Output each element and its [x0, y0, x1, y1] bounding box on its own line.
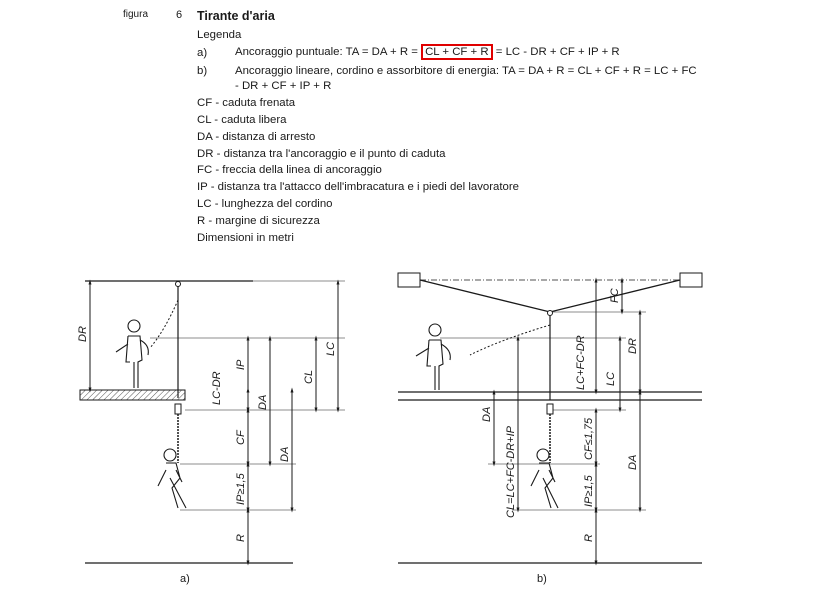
label-cf: CF≤1,75 — [583, 417, 595, 460]
energy-absorber-icon — [174, 403, 182, 415]
legend-heading: Legenda — [197, 29, 242, 41]
worker-standing-icon — [415, 323, 451, 390]
legend-item: FC - freccia della linea di ancoraggio — [197, 164, 382, 176]
label-fc: FC — [609, 288, 621, 303]
label-cf: CF — [235, 429, 247, 445]
worker-fallen-icon — [530, 448, 559, 509]
legend-a-suffix: = LC - DR + CF + IP + R — [495, 46, 620, 58]
legend-b-letter: b) — [197, 65, 208, 77]
figure-label: figura — [123, 9, 149, 20]
label-da-big: DA — [279, 447, 291, 462]
highlighted-formula: CL + CF + R — [421, 44, 493, 60]
legend-item: IP - distanza tra l'attacco dell'imbraca… — [197, 181, 519, 193]
label-da-small: DA — [257, 395, 269, 410]
legend-b-line1: Ancoraggio lineare, cordino e assorbitor… — [235, 65, 697, 77]
legend-item: CL - caduta libera — [197, 114, 287, 126]
energy-absorber-icon — [546, 403, 554, 415]
label-ip-bottom: IP≥1,5 — [583, 474, 595, 507]
diagram-b-labels: FC DR LC+FC-DR LC DA CL=LC+FC-DR+IP CF≤1… — [481, 288, 639, 585]
legend-units: Dimensioni in metri — [197, 232, 294, 244]
label-da-small: DA — [481, 407, 493, 422]
left-anchor-post — [397, 272, 421, 288]
diagram-a-labels: DR IP LC-DR CL LC DA CF DA IP≥1,5 R a) — [77, 326, 337, 585]
legend-item: DR - distanza tra l'ancoraggio e il punt… — [197, 148, 446, 160]
label-ip-top: IP — [235, 359, 247, 370]
figure-number: 6 — [176, 9, 183, 21]
legend-a-letter: a) — [197, 47, 208, 59]
label-lc-fc-dr: LC+FC-DR — [575, 335, 587, 390]
worker-fallen-icon — [157, 448, 187, 509]
caption-b: b) — [537, 573, 547, 585]
caption-a: a) — [180, 573, 190, 585]
worker-standing-icon — [115, 319, 149, 388]
label-lc: LC — [605, 372, 617, 386]
legend-a-prefix: Ancoraggio puntuale: TA = DA + R = — [235, 46, 418, 58]
label-r: R — [235, 534, 247, 542]
label-r: R — [583, 534, 595, 542]
label-cl: CL — [303, 370, 315, 384]
label-lc-dr: LC-DR — [211, 371, 223, 405]
label-da-big: DA — [627, 455, 639, 470]
diagram-b — [397, 272, 703, 566]
label-dr: DR — [77, 326, 89, 342]
anchor-point-icon — [547, 310, 553, 316]
diagram-a — [79, 279, 345, 566]
legend-item: LC - lunghezza del cordino — [197, 198, 333, 210]
legend-item: R - margine di sicurezza — [197, 215, 320, 227]
anchor-point-icon — [175, 281, 181, 287]
label-ip-bottom: IP≥1,5 — [235, 472, 247, 505]
label-cl-formula: CL=LC+FC-DR+IP — [505, 425, 517, 518]
label-lc: LC — [325, 342, 337, 356]
platform — [79, 389, 186, 401]
legend-b-line2: - DR + CF + IP + R — [235, 80, 332, 92]
figure-title: Tirante d'aria — [197, 9, 275, 23]
legend-item: CF - caduta frenata — [197, 97, 296, 109]
legend-a-formula: Ancoraggio puntuale: TA = DA + R = CL + … — [235, 44, 620, 60]
legend-item: DA - distanza di arresto — [197, 131, 316, 143]
label-dr: DR — [627, 338, 639, 354]
right-anchor-post — [679, 272, 703, 288]
